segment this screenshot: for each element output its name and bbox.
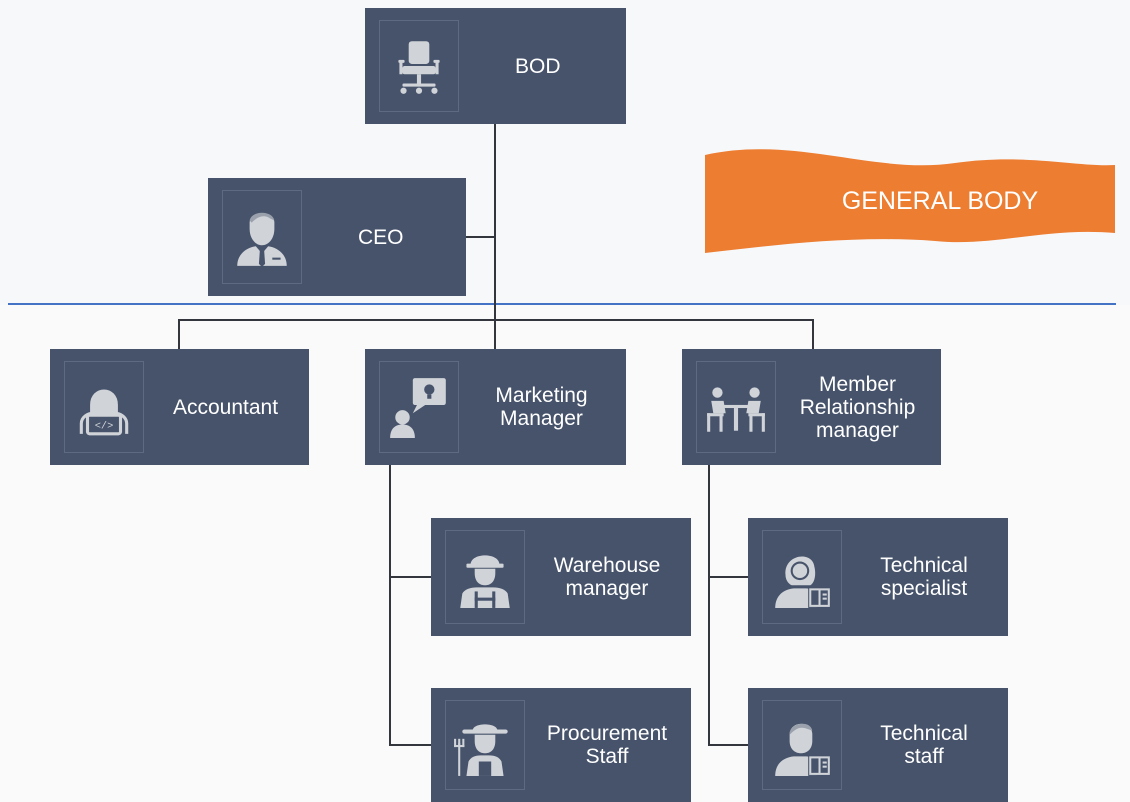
connector-procurement: [389, 744, 431, 746]
node-member-relationship-manager-label: Member Relationship manager: [799, 372, 916, 442]
general-body-banner: [705, 149, 1115, 253]
businessman-icon: [222, 190, 302, 284]
section-divider: [8, 303, 1116, 305]
node-technical-specialist-label: Technical specialist: [880, 554, 968, 600]
svg-text:</>: </>: [95, 421, 114, 433]
node-technical-specialist[interactable]: Technical specialist: [748, 518, 1008, 636]
node-warehouse-manager-label: Warehouse manager: [553, 554, 661, 600]
construction-worker-icon: [445, 530, 525, 624]
connector-level2-bar: [178, 319, 814, 321]
node-technical-staff-label: Technical staff: [880, 722, 968, 768]
node-procurement-staff-label: Procurement Staff: [546, 722, 668, 768]
woman-with-book-icon: [762, 530, 842, 624]
idea-presenter-icon: [379, 361, 459, 453]
developer-laptop-icon: </>: [64, 361, 144, 453]
node-ceo[interactable]: CEO: [208, 178, 466, 296]
node-bod-label: BOD: [515, 54, 561, 78]
connector-warehouse: [389, 576, 431, 578]
node-warehouse-manager[interactable]: Warehouse manager: [431, 518, 691, 636]
connector-member-relationship: [812, 319, 814, 349]
node-ceo-label: CEO: [358, 225, 404, 249]
node-accountant-label: Accountant: [172, 395, 279, 419]
node-member-relationship-manager[interactable]: Member Relationship manager: [682, 349, 941, 465]
general-body-label: GENERAL BODY: [841, 186, 1039, 215]
connector-tech-specialist: [708, 576, 750, 578]
node-procurement-staff[interactable]: Procurement Staff: [431, 688, 691, 802]
farmer-icon: [445, 700, 525, 790]
connector-accountant: [178, 319, 180, 349]
connector-ceo: [466, 236, 496, 238]
node-marketing-manager-label: Marketing Manager: [495, 384, 588, 430]
node-marketing-manager[interactable]: Marketing Manager: [365, 349, 626, 465]
office-chair-icon: [379, 20, 459, 112]
node-technical-staff[interactable]: Technical staff: [748, 688, 1008, 802]
man-with-book-icon: [762, 700, 842, 790]
connector-tech-staff: [708, 744, 750, 746]
connector-member-trunk: [708, 464, 710, 746]
node-bod[interactable]: BOD: [365, 8, 626, 124]
connector-marketing-trunk: [389, 464, 391, 746]
meeting-table-icon: [696, 361, 776, 453]
node-accountant[interactable]: </> Accountant: [50, 349, 309, 465]
